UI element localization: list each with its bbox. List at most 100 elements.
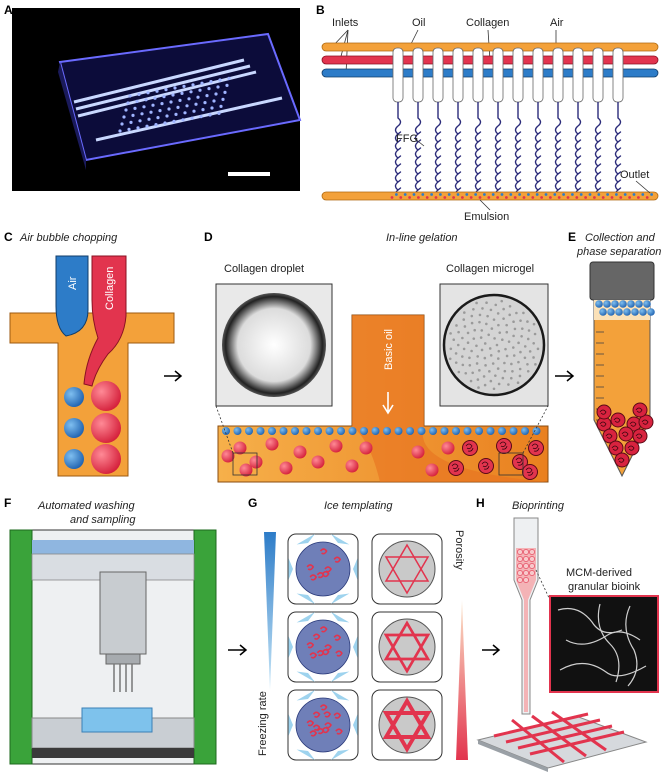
ffg-serpentine [514, 102, 522, 200]
air-bubble [302, 427, 311, 435]
printed-lattice [493, 710, 625, 764]
microgel-zoom-box [498, 452, 524, 476]
air-bubble [417, 427, 426, 435]
emulsion-dots [390, 193, 653, 199]
air-bubble [245, 427, 253, 435]
panel-g-title: Ice templating [324, 500, 393, 512]
channel-droplets [221, 427, 544, 480]
panel-d-letter: D [204, 230, 213, 244]
air-bubble [440, 427, 449, 435]
air-bubble [521, 427, 529, 435]
panel-h: H Bioprinting MCM-derived granular bioin… [476, 496, 659, 772]
air-bubble [509, 427, 518, 435]
collagen-droplet [441, 441, 455, 455]
air-bubble [429, 427, 437, 435]
air-bubble [452, 427, 460, 435]
panel-f-letter: F [4, 496, 11, 510]
flow-arrow [382, 392, 394, 415]
panel-f-title-1: Automated washing [37, 500, 135, 512]
collagen-droplet-label: Collagen droplet [224, 263, 304, 275]
ffg-serpentine [574, 102, 582, 200]
ffg-serpentine [614, 102, 622, 200]
pipetting-head [99, 571, 147, 655]
collagen-channel [321, 55, 659, 65]
air-bubble [406, 427, 414, 435]
chip-channels [73, 58, 283, 142]
collagen-droplet [425, 463, 439, 477]
freezing-rate-label: Freezing rate [257, 691, 269, 756]
collagen-droplet [329, 439, 343, 453]
ffg-array [392, 47, 624, 200]
collagen-droplet [293, 445, 307, 459]
panel-d: D In-line gelation Basic oil Collagen dr… [204, 230, 575, 483]
air-bubble [475, 427, 483, 435]
air-bubble [532, 427, 541, 435]
ffg-serpentine [394, 102, 402, 200]
tube-cap [589, 261, 655, 301]
air-bubble [337, 427, 345, 435]
chopped-droplets [64, 381, 121, 474]
panel-e-letter: E [568, 230, 576, 244]
panel-b-letter: B [316, 3, 325, 17]
air-bubble [486, 427, 495, 435]
robot-right-pillar [193, 529, 217, 765]
collagen-inlet [83, 255, 127, 387]
air-bubble [498, 427, 506, 435]
arrow-g-h [482, 644, 501, 656]
bioink-label-1: MCM-derived [566, 567, 632, 579]
air-bubble [268, 427, 276, 435]
panel-e: E Collection and phase separation [568, 230, 661, 478]
droplet-zoom-box [232, 452, 258, 476]
robot-left-pillar [9, 529, 33, 765]
ffg-serpentine [454, 102, 462, 200]
ice-template-grid [287, 533, 443, 761]
ffg-serpentine [494, 102, 502, 200]
label-emulsion: Emulsion [464, 211, 509, 223]
panel-f-title-2: and sampling [70, 514, 136, 526]
air-bubble [291, 427, 299, 435]
ffg-serpentine [414, 102, 422, 200]
panel-f: F Automated washing and sampling [4, 496, 248, 765]
panel-g: G Ice templating Freezing rate Porosity [248, 496, 468, 761]
panel-g-letter: G [248, 496, 257, 510]
panel-d-title: In-line gelation [386, 232, 458, 244]
ffg-serpentine [534, 102, 542, 200]
collagen-droplet [221, 449, 235, 463]
panel-c-letter: C [4, 230, 13, 244]
air-bubble [314, 427, 322, 435]
porosity-label: Porosity [453, 530, 465, 570]
air-bubble [360, 427, 368, 435]
air-bubble [325, 427, 334, 435]
bioink-label-2: granular bioink [568, 581, 641, 593]
collagen-droplet [233, 441, 247, 455]
sample-plate [81, 707, 153, 733]
collagen-droplet [239, 463, 253, 477]
panel-h-title: Bioprinting [512, 500, 565, 512]
collagen-droplet [411, 445, 425, 459]
label-outlet: Outlet [620, 169, 649, 181]
panel-a-letter: A [4, 3, 13, 17]
arrow-d-e [555, 370, 575, 382]
air-bubble [233, 427, 242, 435]
porosity-wedge [456, 600, 468, 760]
ffg-serpentine [474, 102, 482, 200]
tube-air-bubbles [595, 300, 655, 316]
collagen-microgel-label: Collagen microgel [446, 263, 534, 275]
collagen-droplet [279, 461, 293, 475]
collagen-droplet [249, 455, 263, 469]
bioink-micrograph [549, 595, 659, 693]
collagen-droplet [265, 437, 279, 451]
air-bubble [383, 427, 391, 435]
air-channel [321, 68, 659, 78]
collagen-label: Collagen [104, 267, 116, 310]
arrow-c-d [164, 370, 183, 382]
freezing-rate-wedge [264, 532, 276, 690]
arrow-f-g [228, 644, 248, 656]
pipette-tips [113, 664, 133, 692]
oil-channel [321, 42, 659, 52]
label-ffg: FFG [396, 133, 418, 145]
ffg-serpentine [434, 102, 442, 200]
ffg-serpentine [554, 102, 562, 200]
ffg-serpentine [594, 102, 602, 200]
